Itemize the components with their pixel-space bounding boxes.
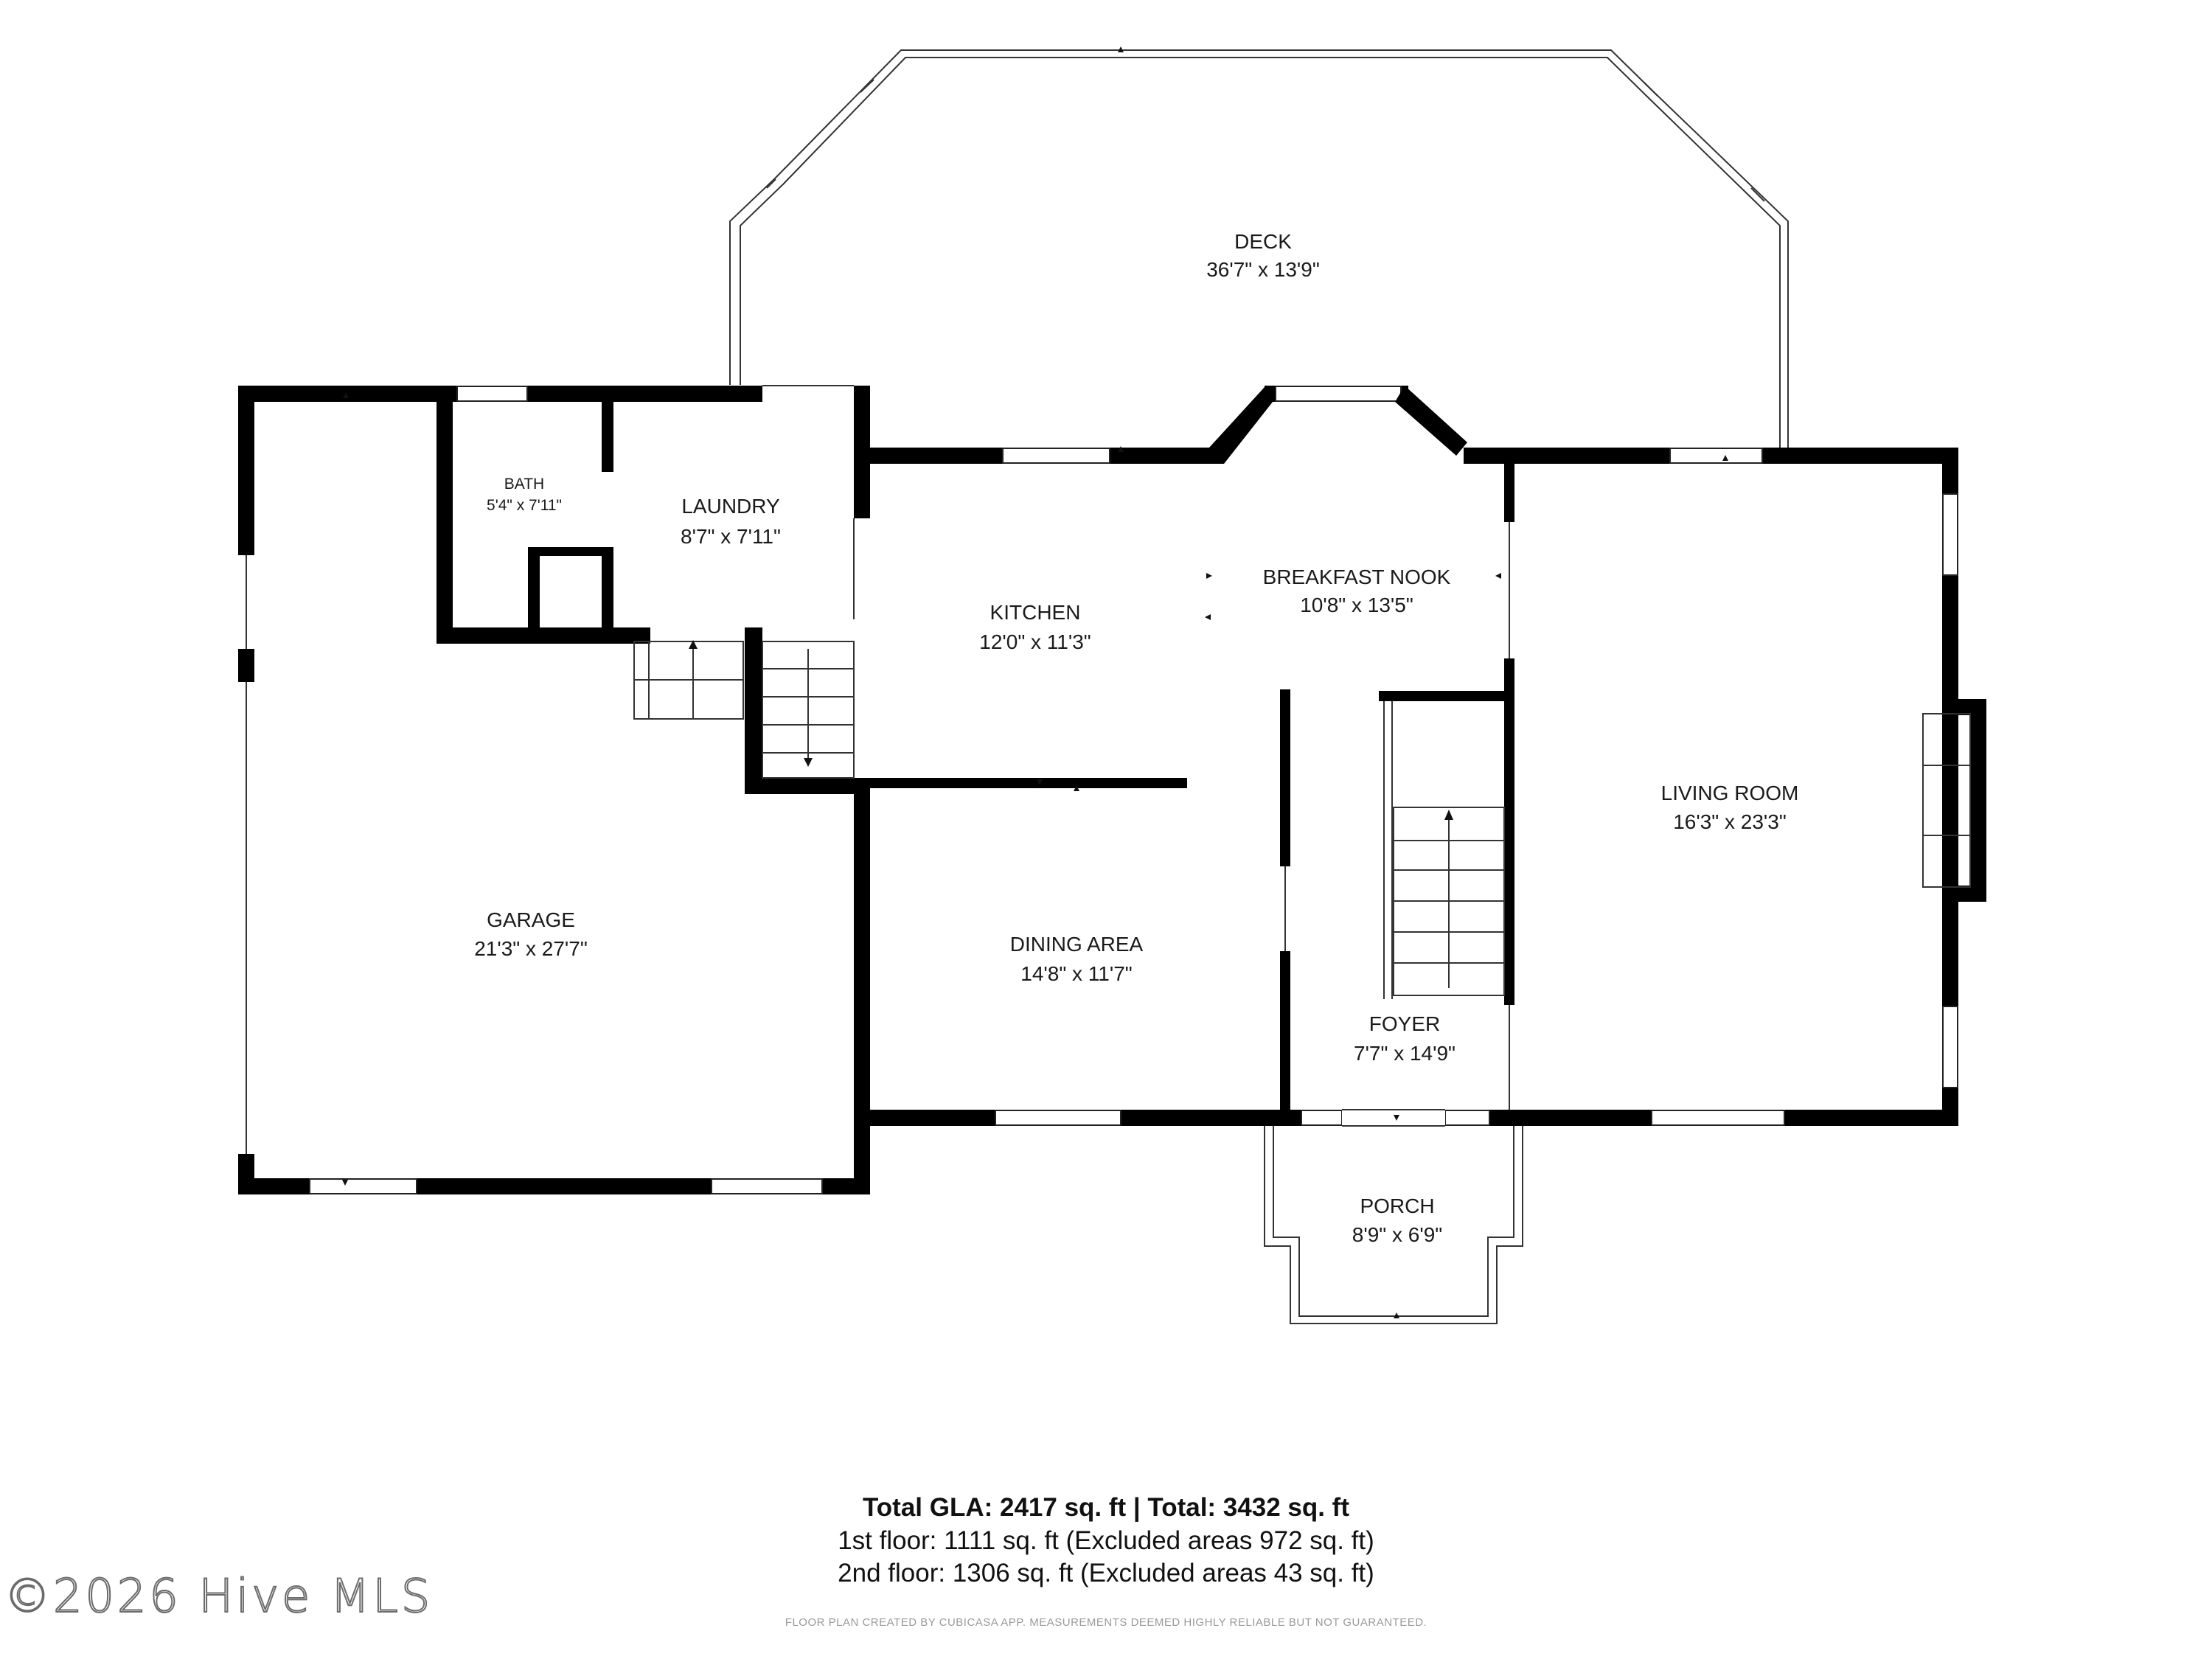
- room-name: DINING AREA: [1010, 933, 1144, 956]
- room-name: GARAGE: [487, 908, 575, 931]
- second-floor-area: 2nd floor: 1306 sq. ft (Excluded areas 4…: [838, 1559, 1374, 1587]
- room-dimensions: 14'8" x 11'7": [1020, 962, 1132, 985]
- first-floor-area: 1st floor: 1111 sq. ft (Excluded areas 9…: [838, 1526, 1374, 1555]
- dimension-ticks: [342, 46, 1728, 1318]
- room-name: DECK: [1234, 230, 1292, 253]
- bath-laundry-walls: [437, 385, 870, 794]
- room-name: LAUNDRY: [681, 495, 780, 518]
- room-dimensions: 7'7" x 14'9": [1354, 1042, 1455, 1065]
- room-name: BREAKFAST NOOK: [1263, 566, 1451, 588]
- room-name: KITCHEN: [990, 601, 1081, 624]
- room-dimensions: 16'3" x 23'3": [1673, 810, 1787, 833]
- room-name: LIVING ROOM: [1661, 782, 1799, 804]
- room-name: PORCH: [1360, 1194, 1434, 1217]
- deck-outline: [729, 49, 1789, 448]
- room-breakfast-nook: BREAKFAST NOOK 10'8" x 13'5": [1263, 566, 1451, 616]
- room-living-room: LIVING ROOM 16'3" x 23'3": [1661, 782, 1799, 833]
- room-garage: GARAGE 21'3" x 27'7": [474, 908, 588, 960]
- room-dimensions: 12'0" x 11'3": [979, 630, 1091, 653]
- room-dimensions: 8'9" x 6'9": [1352, 1223, 1442, 1246]
- room-foyer: FOYER 7'7" x 14'9": [1354, 1012, 1455, 1065]
- total-area-summary: Total GLA: 2417 sq. ft | Total: 3432 sq.…: [863, 1493, 1349, 1522]
- room-kitchen: KITCHEN 12'0" x 11'3": [979, 601, 1091, 653]
- foyer-stairs: [1383, 701, 1505, 999]
- room-dimensions: 10'8" x 13'5": [1300, 594, 1413, 616]
- room-dimensions: 5'4" x 7'11": [487, 497, 562, 514]
- room-dimensions: 36'7" x 13'9": [1206, 258, 1320, 281]
- room-laundry: LAUNDRY 8'7" x 7'11": [681, 495, 781, 548]
- room-name: FOYER: [1369, 1012, 1440, 1035]
- porch-outline: [1264, 1126, 1523, 1324]
- room-porch: PORCH 8'9" x 6'9": [1352, 1194, 1442, 1246]
- room-bath: BATH 5'4" x 7'11": [487, 476, 562, 514]
- garage-walls: [238, 386, 870, 1194]
- room-name: BATH: [504, 476, 544, 493]
- floor-plan-credit: FLOOR PLAN CREATED BY CUBICASA APP. MEAS…: [785, 1616, 1427, 1629]
- garage-stairs: [633, 640, 855, 779]
- room-dimensions: 21'3" x 27'7": [474, 937, 588, 960]
- copyright-watermark: ©2026 Hive MLS: [4, 1568, 434, 1624]
- room-deck: DECK 36'7" x 13'9": [1206, 230, 1320, 281]
- room-dining-area: DINING AREA 14'8" x 11'7": [1010, 933, 1144, 985]
- main-house-walls: [870, 386, 1986, 1127]
- room-dimensions: 8'7" x 7'11": [681, 525, 781, 548]
